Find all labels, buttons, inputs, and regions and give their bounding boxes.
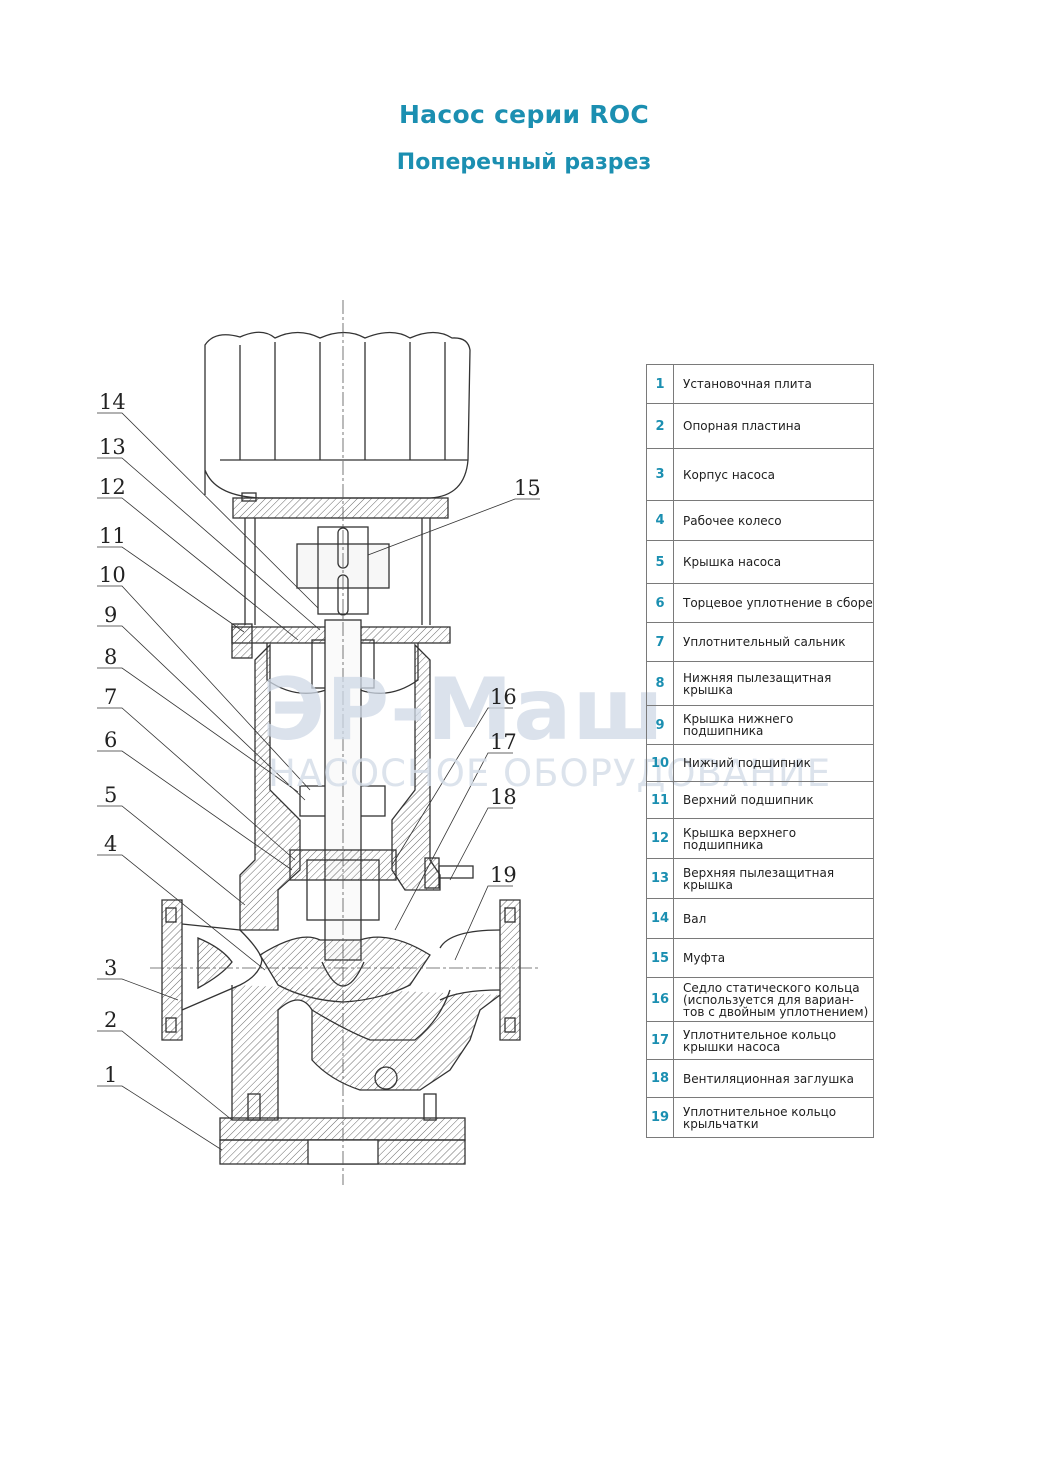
- legend-name: Верхний подшипник: [673, 781, 874, 819]
- legend-number: 2: [646, 403, 674, 449]
- callout-9: 9: [104, 603, 118, 627]
- legend-number: 4: [646, 500, 674, 541]
- legend-name: Муфта: [673, 938, 874, 978]
- legend-name: Уплотнительное кольцо крышки насоса: [673, 1021, 874, 1060]
- legend-name: Нижний подшипник: [673, 744, 874, 782]
- legend-number: 9: [646, 705, 674, 745]
- legend-number: 5: [646, 540, 674, 584]
- legend-name: Вал: [673, 898, 874, 939]
- legend-name: Крышка верхнего подшипника: [673, 818, 874, 859]
- legend-name: Рабочее колесо: [673, 500, 874, 541]
- callout-2: 2: [104, 1008, 118, 1032]
- legend-name: Корпус насоса: [673, 448, 874, 501]
- legend-name: Опорная пластина: [673, 403, 874, 449]
- legend-number: 17: [646, 1021, 674, 1060]
- callout-8: 8: [104, 645, 118, 669]
- callout-18: 18: [490, 785, 517, 809]
- legend-number: 18: [646, 1059, 674, 1098]
- callout-12: 12: [99, 475, 126, 499]
- legend-number: 11: [646, 781, 674, 819]
- callout-5: 5: [104, 783, 118, 807]
- legend-number: 15: [646, 938, 674, 978]
- callout-11: 11: [99, 524, 126, 548]
- legend-number: 6: [646, 583, 674, 623]
- callout-3: 3: [104, 956, 118, 980]
- legend-name: Вентиляционная заглушка: [673, 1059, 874, 1098]
- legend-name: Верхняя пылезащитная крышка: [673, 858, 874, 899]
- callout-15: 15: [514, 476, 541, 500]
- page-subtitle: Поперечный разрез: [396, 150, 652, 175]
- legend-name: Крышка нижнего подшипника: [673, 705, 874, 745]
- legend-name: Установочная плита: [673, 364, 874, 404]
- legend-name: Торцевое уплотнение в сборе: [673, 583, 874, 623]
- legend-number: 13: [646, 858, 674, 899]
- page-title: Насос серии ROC: [398, 100, 650, 129]
- legend-number: 10: [646, 744, 674, 782]
- legend-number: 14: [646, 898, 674, 939]
- callout-7: 7: [104, 685, 118, 709]
- legend-number: 16: [646, 977, 674, 1022]
- legend-name: Крышка насоса: [673, 540, 874, 584]
- callout-19: 19: [490, 863, 517, 887]
- callout-1: 1: [104, 1063, 118, 1087]
- legend-number: 7: [646, 622, 674, 662]
- callout-13: 13: [99, 435, 126, 459]
- legend-name: Седло статического кольца (используется …: [673, 977, 874, 1022]
- legend-name: Уплотнительное кольцо крыльчатки: [673, 1097, 874, 1138]
- legend-number: 3: [646, 448, 674, 501]
- legend-number: 8: [646, 661, 674, 706]
- legend-name: Уплотнительный сальник: [673, 622, 874, 662]
- callout-4: 4: [104, 832, 118, 856]
- watermark-brand: ЭР-Маш: [262, 660, 665, 760]
- legend-number: 19: [646, 1097, 674, 1138]
- legend-number: 12: [646, 818, 674, 859]
- callout-14: 14: [99, 390, 126, 414]
- callout-6: 6: [104, 728, 118, 752]
- legend-name: Нижняя пылезащитная крышка: [673, 661, 874, 706]
- callout-17: 17: [490, 730, 517, 754]
- callout-10: 10: [99, 563, 126, 587]
- callout-16: 16: [490, 685, 517, 709]
- legend-number: 1: [646, 364, 674, 404]
